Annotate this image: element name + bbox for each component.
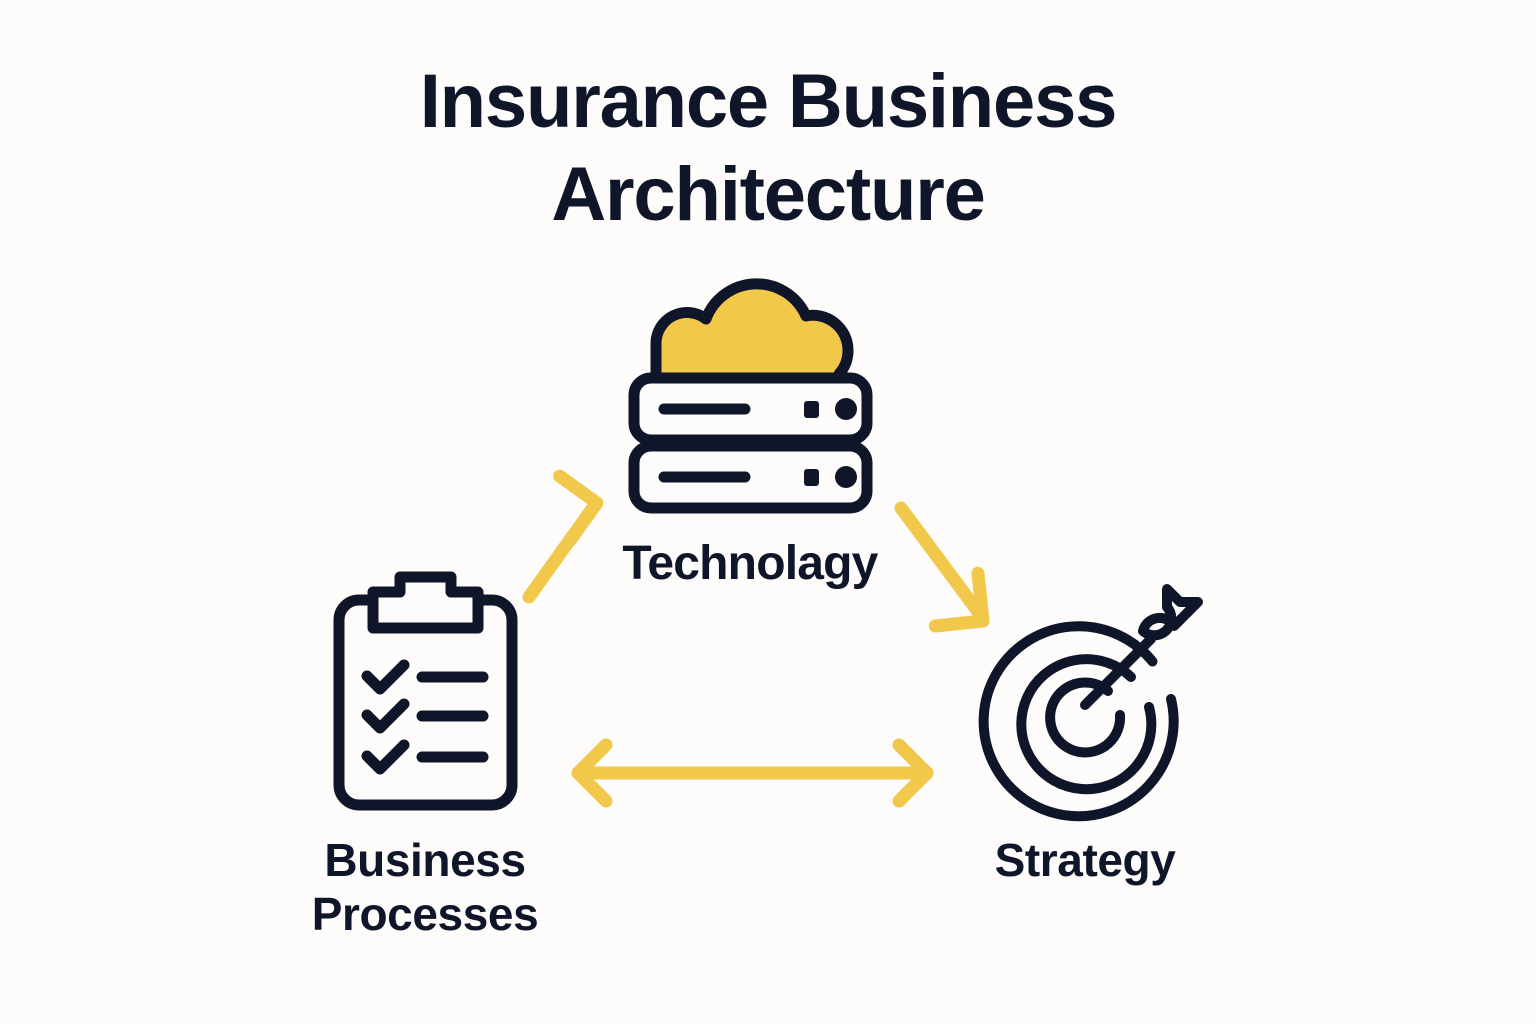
node-label-strategy: Strategy bbox=[994, 834, 1176, 886]
clipboard-check-1 bbox=[361, 659, 410, 695]
target-arrow-icon bbox=[975, 584, 1203, 822]
server-unit-top-led-round bbox=[835, 398, 857, 420]
cloud-shape bbox=[650, 278, 854, 396]
cloud-server-icon bbox=[620, 258, 880, 514]
server-unit-bottom-led-square bbox=[804, 469, 819, 486]
target-ring-inner bbox=[1045, 677, 1126, 758]
server-unit-top-led-square bbox=[804, 401, 819, 418]
page-title: Insurance Business Architecture bbox=[0, 56, 1536, 241]
node-label-technology: Technolagy bbox=[622, 537, 878, 590]
clipboard-checklist-icon bbox=[318, 570, 533, 820]
page-title-line-2: Architecture bbox=[551, 151, 985, 237]
server-unit-bottom-led-round bbox=[835, 466, 857, 488]
arrow-business-processes-to-strategy bbox=[571, 738, 934, 808]
target-ring-middle bbox=[1016, 654, 1157, 795]
clipboard-check-2 bbox=[361, 698, 410, 734]
clipboard-clip bbox=[367, 571, 484, 634]
arrow-fletching bbox=[1138, 584, 1203, 641]
target-ring-outer bbox=[978, 621, 1179, 822]
arrow-shaft bbox=[1080, 634, 1156, 710]
clipboard-check-3 bbox=[361, 739, 410, 775]
node-label-business-processes: Business Processes bbox=[225, 833, 625, 942]
node-label-business-processes-line-2: Processes bbox=[311, 888, 539, 941]
node-label-business-processes-line-1: Business bbox=[324, 834, 526, 886]
page-title-line-1: Insurance Business bbox=[419, 59, 1118, 144]
